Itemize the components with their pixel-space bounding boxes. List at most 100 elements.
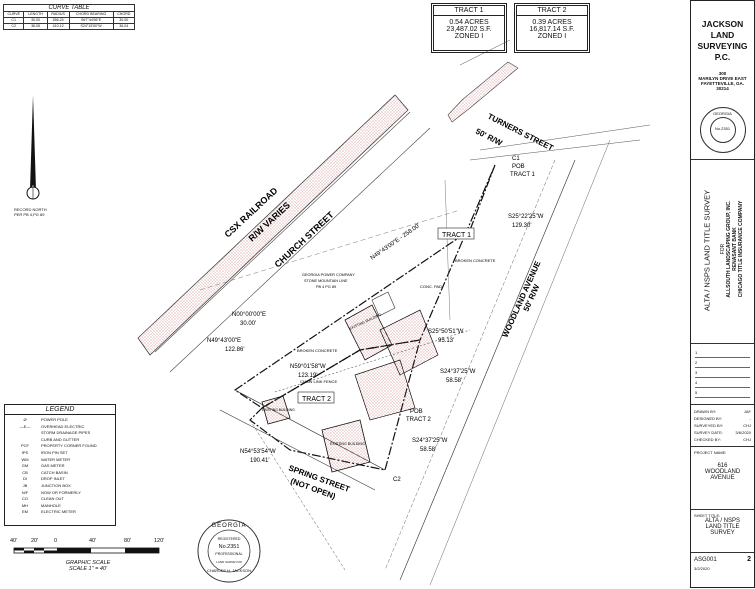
pob-tract-2: POB — [410, 409, 423, 415]
revision-number: 1 — [695, 350, 698, 355]
project-name-block: PROJECT NAME: 616 WOODLAND AVENUE — [691, 446, 754, 509]
legend-row: Ø POWER POLE — [9, 417, 111, 424]
sheet-number-block: ASG001 2 — [691, 552, 754, 566]
company-name: JACKSON LAND SURVEYING P.C. — [697, 19, 748, 62]
seal-sub: LAND SURVEYOR — [216, 560, 242, 564]
tract-2-title: TRACT 2 — [517, 6, 587, 16]
revision-number: 3 — [695, 370, 698, 375]
turners-rw-label: 50' R/W — [474, 127, 504, 148]
legend-symbol: PCF — [21, 443, 29, 449]
scale-bar — [13, 547, 160, 554]
woodland-avenue-edge-2 — [384, 159, 556, 571]
curve-table-title: CURVE TABLE — [3, 4, 135, 11]
legend-row: STORM DRAINAGE PIPES — [9, 430, 111, 437]
project-name-1: 616 — [717, 463, 728, 469]
tract-2-zoned: ZONED I — [537, 33, 567, 40]
legend-row: WM WATER METER — [9, 457, 111, 464]
bearing-s25-50: S25°50'51"W — [428, 329, 464, 335]
legend-symbol: DI — [23, 476, 27, 482]
table-row: C2 36.05 410.12 S24°15'50"W 36.04 — [2, 23, 136, 30]
revision-number: 4 — [695, 380, 698, 385]
curve-c2-label: C2 — [393, 477, 401, 483]
company-seal: GEORGIA No.2351 — [699, 107, 746, 153]
seal-number: No.2351 — [218, 544, 240, 550]
legend-symbol: IPS — [21, 449, 29, 455]
project-name-2: WOODLAND — [704, 469, 741, 475]
revision-table: 1 2 3 4 5 — [691, 343, 754, 404]
sheet-title-3: SURVEY — [710, 530, 735, 536]
legend-label: PROPERTY CORNER FOUND — [41, 443, 97, 449]
company-seal-no: No.2351 — [714, 126, 731, 131]
checked-by-row: CHECKED BY: CHJ — [694, 437, 751, 442]
legend-label: MANHOLE — [41, 502, 61, 508]
legend-label: ELECTRIC METER — [41, 509, 76, 515]
woodland-avenue-edge-1 — [399, 159, 576, 581]
legend-symbol — [9, 437, 41, 444]
seal-role: PROFESSIONAL — [215, 552, 243, 556]
revision-row: 2 — [695, 358, 750, 368]
curve-table: CURVE TABLE CURVE LENGTH RADIUS CHORD BE… — [2, 4, 136, 30]
existing-building-3 — [354, 359, 416, 421]
company-seal-state: GEORGIA — [713, 111, 732, 116]
bearing-north-line: N49°43'00"E - 258.00' — [370, 223, 422, 262]
company-address-4: 30214 — [716, 86, 729, 91]
legend-row: PCF PROPERTY CORNER FOUND — [9, 443, 111, 450]
broken-concrete-label-2: BROKEN CONCRETE — [297, 348, 338, 353]
turners-street-label: TURNERS STREET — [486, 112, 555, 153]
legend-label: STORM DRAINAGE PIPES — [41, 430, 91, 436]
legend-row: IPS IRON PIN SET — [9, 450, 111, 457]
legend-symbol: Ø — [23, 417, 27, 422]
legend-symbol: WM — [21, 456, 29, 462]
concrete-pad — [371, 291, 396, 317]
curve-c1-label: C1 — [512, 156, 520, 162]
pob-tract-1: POB — [512, 164, 525, 170]
sheet-title-block: SHEET TITLE: ALTA / NSPS LAND TITLE SURV… — [691, 509, 754, 552]
legend-label: CATCH BASIN — [41, 469, 68, 475]
existing-building-2 — [379, 309, 439, 376]
bearing-s25-22: S25°22'25"W — [508, 214, 544, 220]
legend-row: CO CLEAN OUT — [9, 496, 111, 503]
pb-ref-label: PB 4 PG 89 — [316, 285, 336, 289]
company-address-3: FAYETTEVILLE, GA. — [700, 81, 745, 86]
seal-name: CHARLES H. JACKSON — [206, 568, 251, 573]
legend-label: WATER METER — [41, 456, 71, 462]
legend-symbol: —E— — [19, 423, 31, 429]
legend-row: CURB AND GUTTER — [9, 437, 111, 444]
curve-table-grid: CURVE LENGTH RADIUS CHORD BEARING CHORD … — [2, 11, 136, 30]
revision-row: 4 — [695, 378, 750, 388]
legend-symbol: GM — [21, 463, 29, 469]
surveyor-seal: GEORGIA REGISTERED No.2351 PROFESSIONAL … — [196, 518, 262, 584]
legend-label: OVERHEAD ELECTRIC — [41, 423, 85, 429]
church-street-edge — [169, 127, 431, 373]
revision-row: 5 — [695, 388, 750, 398]
legend-symbol: CO — [22, 496, 28, 502]
distance-129: 129.30' — [512, 223, 532, 229]
bearing-n59-01: N59°01'58"W — [290, 364, 326, 370]
distance-95: 95.13' — [438, 338, 454, 344]
woodland-avenue-label: WOODLAND AVENUE — [501, 259, 543, 339]
tract-1-zoned: ZONED I — [454, 33, 484, 40]
existing-building-4 — [261, 395, 291, 425]
pob-tract-1-b: TRACT 1 — [510, 172, 536, 178]
legend-symbol: N/F — [21, 489, 29, 495]
bearing-n54-53: N54°53'54"W — [240, 449, 276, 455]
revision-rows: 1 2 3 4 5 — [695, 348, 750, 398]
seal-reg: REGISTERED — [217, 537, 241, 541]
existing-building-5 — [321, 419, 371, 473]
conc-pad-label: CONC. PAD — [420, 284, 442, 289]
revision-row: 1 — [695, 348, 750, 358]
legend-label: CLEAN OUT — [41, 496, 64, 502]
stone-mountain-label: STONE MOUNTAIN LINE — [304, 279, 348, 283]
turners-street-hatch — [447, 61, 519, 123]
survey-date-row: SURVEY DATE: 3/6/2020 — [694, 430, 751, 435]
legend-label: IRON PIN SET — [41, 449, 68, 455]
legend-label: POWER POLE — [41, 417, 68, 422]
bearing-n00: N00°00'00"E — [232, 312, 266, 318]
project-name-label: PROJECT NAME: — [694, 450, 727, 455]
